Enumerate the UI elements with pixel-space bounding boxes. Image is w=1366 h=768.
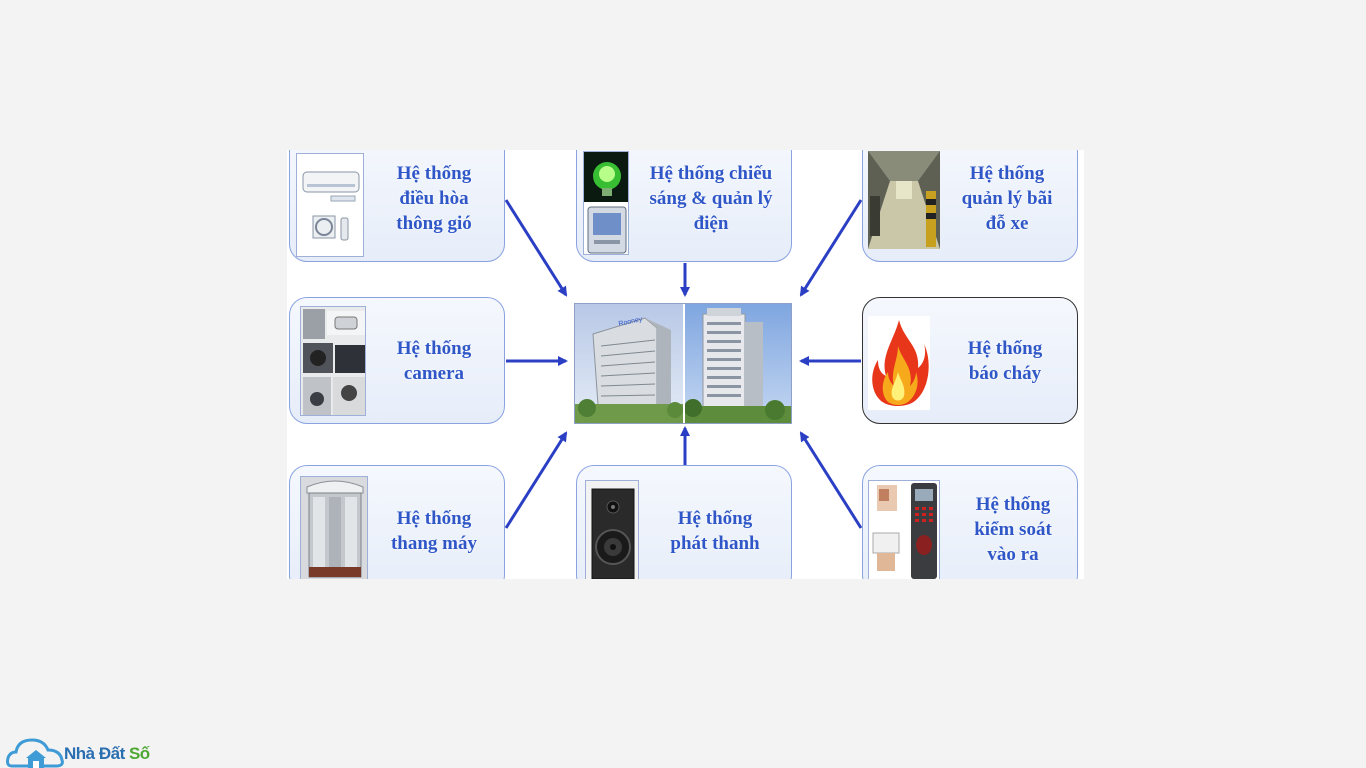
arrow-elevator [504, 431, 568, 529]
building-sign: Rooney [618, 316, 644, 328]
speaker-icon [585, 480, 639, 579]
arrow-hvac [504, 199, 568, 297]
logo-text: Nhà Đất Số [64, 744, 150, 763]
arrow-access [799, 431, 863, 529]
cctv-camera-icon [300, 306, 366, 416]
light-bulb-icon [583, 151, 629, 255]
house-cloud-logo-icon [6, 738, 64, 768]
fire-icon [868, 316, 930, 410]
arrow-parking [799, 199, 863, 297]
elevator-icon [300, 476, 368, 579]
air-conditioner-icon [296, 153, 364, 257]
center-buildings-image: Rooney [574, 303, 792, 424]
fingerprint-reader-icon [868, 480, 940, 579]
parking-garage-icon [868, 151, 940, 249]
